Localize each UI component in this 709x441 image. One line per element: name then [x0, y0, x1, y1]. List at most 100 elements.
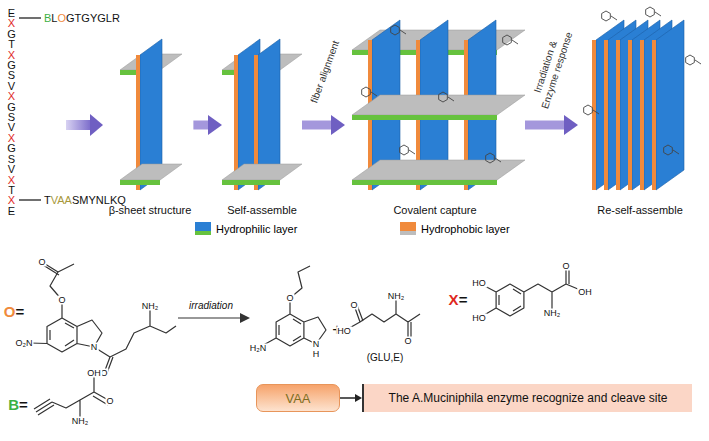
- catechol-ring: [362, 87, 371, 97]
- atom-label: HO: [471, 314, 487, 323]
- peptide-sequence-part: X: [6, 133, 17, 143]
- cross-slab: [120, 164, 182, 185]
- atom-label: N: [90, 343, 99, 352]
- catechol-ring: [584, 105, 593, 115]
- catechol-ring: [400, 145, 409, 155]
- process-arrow: [302, 121, 331, 130]
- sequence-arrow: [66, 114, 103, 136]
- peptide-sequence-part: T: [44, 194, 51, 206]
- structure-label: O=: [4, 304, 24, 321]
- structure-label: B=: [8, 397, 28, 414]
- peptide-sequence-part: E: [6, 8, 17, 18]
- hydrophilic-sheet: [604, 20, 636, 190]
- atom-label: N: [312, 340, 321, 349]
- atom-label: O: [105, 397, 114, 406]
- glutamate: [344, 296, 420, 341]
- atom-label: HO: [336, 327, 352, 336]
- atom-label: H: [312, 350, 321, 359]
- structure-label-part: X: [449, 291, 459, 308]
- peptide-sequence-part: N: [96, 194, 104, 206]
- structure-label: X=: [449, 292, 468, 309]
- peptide-sequence-part: G: [6, 102, 17, 112]
- atom-label: HO: [471, 279, 487, 288]
- atom-label: O₂N: [15, 339, 34, 348]
- hydrophobic-edge: [640, 40, 644, 190]
- catechol-ring: [503, 35, 512, 45]
- peptide-sequence-part: M: [79, 194, 88, 206]
- arrow-head: [90, 114, 103, 136]
- atom-label: OH: [86, 369, 102, 378]
- legend-item: Hydrophilic layer: [195, 222, 297, 235]
- structure-label-part: =: [459, 291, 468, 308]
- atom-label: NH₂: [141, 302, 160, 311]
- structure-label-part: O: [4, 303, 16, 320]
- assembly-stage: Re-self-assemble: [578, 4, 702, 218]
- stage-label: Self-assemble: [227, 204, 297, 218]
- peptide-sequence: EXGTXGSVXGSVXGSVXTXE: [6, 8, 17, 216]
- propargylglycine: [34, 373, 110, 421]
- legend-swatch: [400, 222, 416, 231]
- cleave-motif-box: VAA: [256, 384, 340, 412]
- peptide-sequence-part: A: [57, 194, 64, 206]
- hydrophobic-edge: [616, 40, 620, 190]
- peptide-sequence-part: V: [6, 81, 17, 91]
- process-arrow: [193, 121, 208, 130]
- peptide-sequence-part: G: [81, 12, 90, 24]
- ring-bond: [673, 150, 679, 154]
- peptide-sequence-part: A: [65, 194, 72, 206]
- peptide-sequence-part: E: [6, 206, 17, 216]
- sheet-face: [656, 20, 684, 190]
- hydrophobic-edge: [652, 40, 656, 190]
- atom-label: OH: [577, 288, 593, 297]
- peptide-sequence-part: G: [6, 143, 17, 153]
- layer-structures: [120, 7, 701, 190]
- hydrophobic-edge: [604, 40, 608, 190]
- ring-bond: [400, 30, 406, 34]
- ring-bond: [448, 97, 454, 101]
- catechol-ring: [646, 7, 655, 17]
- sequence-leaders: [19, 18, 41, 200]
- legend-swatch-edge: [400, 231, 416, 235]
- slab-top: [120, 164, 182, 180]
- arrow-shaft: [66, 120, 90, 130]
- ring-bond: [695, 60, 701, 64]
- pointer-arrow: [340, 397, 355, 399]
- assembly-stage: Self-assemble: [222, 30, 302, 218]
- process-arrow: [525, 121, 564, 130]
- peptide-sequence-part: L: [51, 12, 57, 24]
- peptide-sequence: BLOGTGYGLR: [44, 12, 120, 24]
- slab-edge: [222, 180, 280, 185]
- peptide-sequence-part: B: [44, 12, 51, 24]
- aminoindole-product: [258, 266, 326, 348]
- structure-label: irradiation: [189, 300, 233, 311]
- catechol-ring: [391, 25, 400, 35]
- peptide-sequence-part: O: [57, 12, 66, 24]
- structure-label-part: B: [8, 396, 19, 413]
- caged-glutamate: [30, 262, 176, 373]
- assembly-stage: Covalent capture: [345, 4, 525, 218]
- legend-swatch: [195, 222, 211, 231]
- legend-item: Hydrophobic layer: [400, 222, 510, 235]
- structure-label-part: =: [15, 303, 24, 320]
- slab-edge: [352, 180, 497, 185]
- atom-label: NH₂: [71, 417, 90, 426]
- catechol-ring: [664, 145, 673, 155]
- irradiation-arrow-head: [240, 313, 250, 323]
- irradiation-arrow: [178, 317, 240, 318]
- peptide-sequence-part: T: [6, 39, 17, 49]
- catechol-ring: [486, 153, 495, 163]
- stage-label: Covalent capture: [393, 204, 476, 218]
- hydrophobic-edge: [628, 40, 632, 190]
- peptide-sequence-part: Y: [90, 12, 97, 24]
- peptide-sequence-part: G: [97, 12, 106, 24]
- atom-label: NH₂: [543, 309, 562, 318]
- atom-label: H₂N: [249, 344, 268, 353]
- peptide-sequence-part: Y: [88, 194, 95, 206]
- hydrophilic-sheet: [652, 20, 684, 190]
- slab-top: [352, 160, 525, 180]
- peptide-sequence-part: V: [6, 164, 17, 174]
- atom-label: O: [285, 294, 294, 303]
- peptide-sequence-part: X: [6, 91, 17, 101]
- structure-label: (GLU,E): [367, 352, 404, 363]
